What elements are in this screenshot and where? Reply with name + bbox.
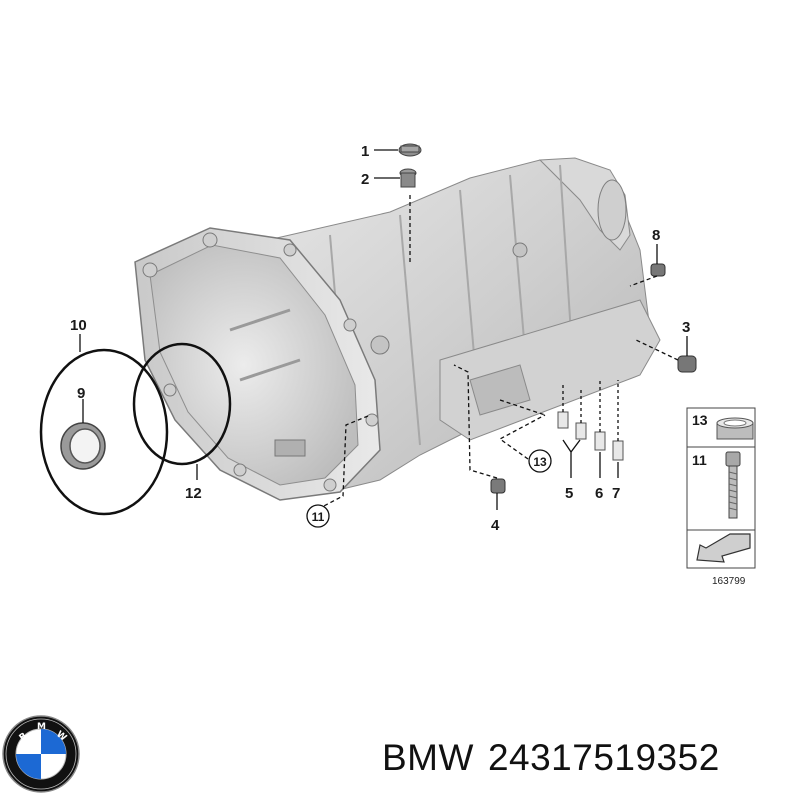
shaft-seal-9 xyxy=(60,422,106,470)
sleeves-5-6-7 xyxy=(557,411,624,461)
bolt-bosses xyxy=(142,232,379,492)
screw-plug-8 xyxy=(650,263,666,277)
callout-11: 11 xyxy=(312,510,325,524)
seal-ring-10 xyxy=(39,348,169,516)
callout-7: 7 xyxy=(612,485,620,502)
legend-sleeve-13 xyxy=(716,417,754,440)
legend-arrow-icon xyxy=(696,533,751,563)
screw-plug-4 xyxy=(490,478,506,494)
callout-13-circled: 13 xyxy=(528,449,552,473)
callout-9: 9 xyxy=(77,385,85,402)
parts-legend: 13 11 163799 xyxy=(686,407,756,587)
svg-text:M: M xyxy=(37,722,46,732)
brand-label: BMW xyxy=(382,737,474,778)
output-flange xyxy=(597,179,627,241)
interior-rib xyxy=(239,358,301,382)
callout-5: 5 xyxy=(565,485,573,502)
callout-8: 8 xyxy=(652,227,660,244)
callout-labels: 1 2 3 4 5 6 7 8 9 10 12 xyxy=(70,143,690,534)
part-number: 24317519352 xyxy=(487,737,720,778)
legend-bolt-11 xyxy=(725,451,741,519)
interior-block xyxy=(274,439,306,457)
transmission-housing xyxy=(134,157,661,501)
legend-label-11: 11 xyxy=(692,452,707,468)
case-boss xyxy=(370,335,390,355)
callout-10: 10 xyxy=(70,317,87,334)
seal-ring-12 xyxy=(132,342,232,466)
figure-number: 163799 xyxy=(712,576,746,587)
bell-housing-interior xyxy=(149,244,359,486)
screw-plug-3 xyxy=(677,355,697,373)
callout-12: 12 xyxy=(185,485,202,502)
svg-text:W: W xyxy=(54,729,68,743)
callout-4: 4 xyxy=(491,517,500,534)
case-boss xyxy=(512,242,528,258)
callout-6: 6 xyxy=(595,485,603,502)
leader-lines xyxy=(79,149,688,510)
svg-text:B: B xyxy=(18,731,30,743)
plug-1 xyxy=(398,143,422,157)
interior-rib xyxy=(229,308,291,332)
screw-plug-2 xyxy=(399,168,417,188)
callout-11-circled: 11 xyxy=(306,504,330,528)
callout-3: 3 xyxy=(682,319,690,336)
legend-label-13: 13 xyxy=(692,412,708,428)
callout-13: 13 xyxy=(533,455,547,469)
callout-1: 1 xyxy=(361,143,369,160)
part-caption: BMW 24317519352 xyxy=(382,737,720,779)
bmw-logo: B M W xyxy=(2,715,80,793)
rib xyxy=(399,214,421,446)
valve-cover xyxy=(469,364,531,416)
callout-2: 2 xyxy=(361,171,369,188)
